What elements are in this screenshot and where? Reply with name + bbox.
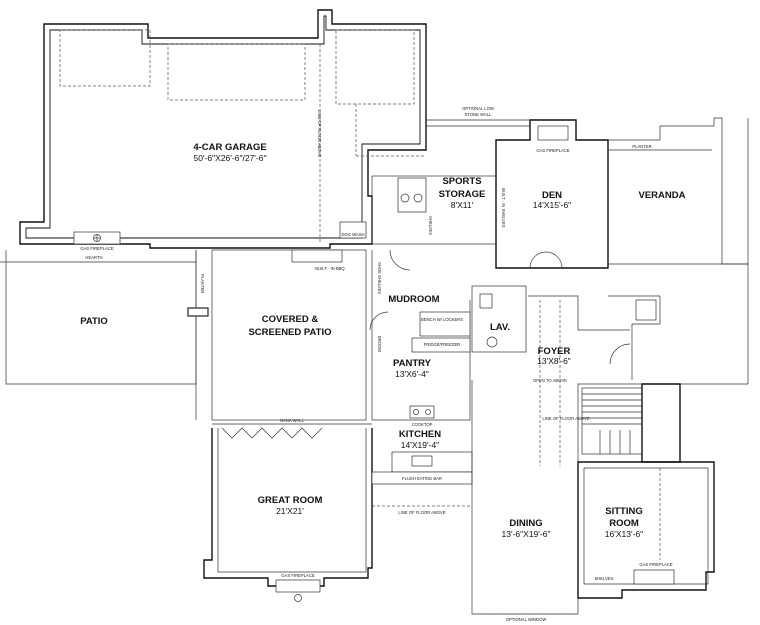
foyer-dims: 13'X8'-6" (537, 356, 571, 366)
fridge-freezer-note: FRIDGE/FREEZER (424, 342, 461, 347)
kitchen-block: KITCHEN 14'X19'-4" COOKTOP FLUSH EATING … (371, 405, 473, 515)
sports-storage-dims: 8'X11' (451, 200, 474, 210)
line-of-floor-above-foyer-note: LINE OF FLOOR ABOVE (542, 416, 589, 421)
kitchen-name: KITCHEN (399, 429, 441, 440)
garage-dims: 50'-6"X26'-6"/27'-6" (194, 153, 267, 163)
stairs (581, 387, 643, 455)
line-of-floor-above-kitchen-note: LINE OF FLOOR ABOVE (398, 510, 445, 515)
flush-eating-bar-note: FLUSH EATING BAR (402, 476, 442, 481)
sports-storage-name-2: STORAGE (439, 189, 486, 200)
covered-patio-outline (211, 249, 367, 421)
planter-veranda-note: PLANTER (632, 144, 651, 149)
den-dims: 14'X15'-6" (533, 200, 571, 210)
built-in-shelves-note: BUILT - IN SHELVES (501, 188, 506, 228)
covered-patio-name-2: SCREENED PATIO (248, 327, 331, 338)
sitting-room-name-1: SITTING (605, 506, 642, 517)
patio-block: PATIO HEARTH PLANTER (0, 250, 209, 420)
gas-fireplace-den-note: GAS FIREPLACE (536, 148, 569, 153)
built-in-bbq-note: BUILT - IN BBQ (315, 266, 345, 271)
sports-storage-block: SPORTS STORAGE 8'X11' DOG WASH SHELVES (339, 175, 497, 245)
pantry-name: PANTRY (393, 358, 432, 369)
bench-lockers-note: BENCH W/ LOCKERS (421, 317, 463, 322)
foyer-name: FOYER (538, 346, 571, 357)
dining-dims: 13'-6"X19'-6" (502, 529, 551, 539)
patio-name: PATIO (80, 316, 108, 327)
lav-block: LAV. (471, 285, 527, 353)
lav-name: LAV. (490, 322, 510, 333)
kitchen-dims: 14'X19'-4" (401, 440, 439, 450)
shelves-storage-note: SHELVES (428, 216, 433, 235)
den-block: DEN 14'X15'-6" GAS FIREPLACE BUILT - IN … (495, 119, 609, 269)
sitting-room-name-2: ROOM (609, 518, 639, 529)
sitting-room-block: SITTING ROOM 16'X13'-6" GAS FIREPLACE SH… (577, 461, 715, 599)
gas-fireplace-great-note: GAS FIREPLACE (281, 573, 314, 578)
pantry-dims: 13'X6'-4" (395, 369, 429, 379)
veranda-name: VERANDA (639, 190, 686, 201)
foyer-block: FOYER 13'X8'-6" OPEN TO ABOVE LINE OF FL… (528, 295, 631, 466)
broom-note: BROOM (377, 336, 382, 352)
great-room-name: GREAT ROOM (258, 495, 323, 506)
den-wall (495, 119, 609, 269)
shoe-shelves-note: SHOE SHELVES (377, 262, 382, 294)
garage-block: 4-CAR GARAGE 50'-6"X26'-6"/27'-6" GAS FI… (19, 9, 427, 251)
stone-wall: OPTIONAL LOW STONE WALL (426, 106, 530, 127)
covered-patio-block: COVERED & SCREENED PATIO BUILT - IN BBQ (211, 249, 367, 421)
sitting-room-wall (577, 461, 715, 599)
lav-outline (471, 285, 527, 353)
gas-fireplace-garage-note: GAS FIREPLACE (80, 246, 113, 251)
sports-storage-name-1: SPORTS (442, 176, 481, 187)
shelves-sitting-note: SHELVES (594, 576, 613, 581)
open-to-above-note: OPEN TO ABOVE (533, 378, 567, 383)
mudroom-block: MUDROOM BENCH W/ LOCKERS FRIDGE/FREEZER … (369, 249, 471, 421)
planter-patio-note: PLANTER (200, 274, 205, 293)
nana-wall-note: NANA WALL (280, 418, 304, 423)
veranda-block: VERANDA PLANTER (608, 117, 749, 385)
sitting-room-dims: 16'X13'-6" (605, 529, 643, 539)
great-room-block: GREAT ROOM 21'X21' NANA WALL GAS FIREPLA… (203, 418, 373, 602)
den-name: DEN (542, 190, 562, 201)
gas-fireplace-sitting-note: GAS FIREPLACE (639, 562, 672, 567)
hearth-note: HEARTH (85, 255, 102, 260)
covered-patio-name-1: COVERED & (262, 314, 319, 325)
mudroom-name: MUDROOM (388, 294, 439, 305)
dining-name: DINING (509, 518, 542, 529)
optional-window-note: OPTIONAL WINDOW (506, 617, 547, 622)
optional-low-note-1: OPTIONAL LOW (462, 106, 494, 111)
garage-name: 4-CAR GARAGE (193, 142, 266, 153)
cooktop (409, 405, 435, 419)
line-of-floor-above-garage-note: LINE OF FLOOR ABOVE (317, 110, 322, 157)
dog-wash-note: DOG WASH (341, 232, 364, 237)
great-room-dims: 21'X21' (276, 506, 304, 516)
cooktop-note: COOKTOP (412, 422, 433, 427)
optional-low-note-2: STONE WALL (465, 112, 492, 117)
